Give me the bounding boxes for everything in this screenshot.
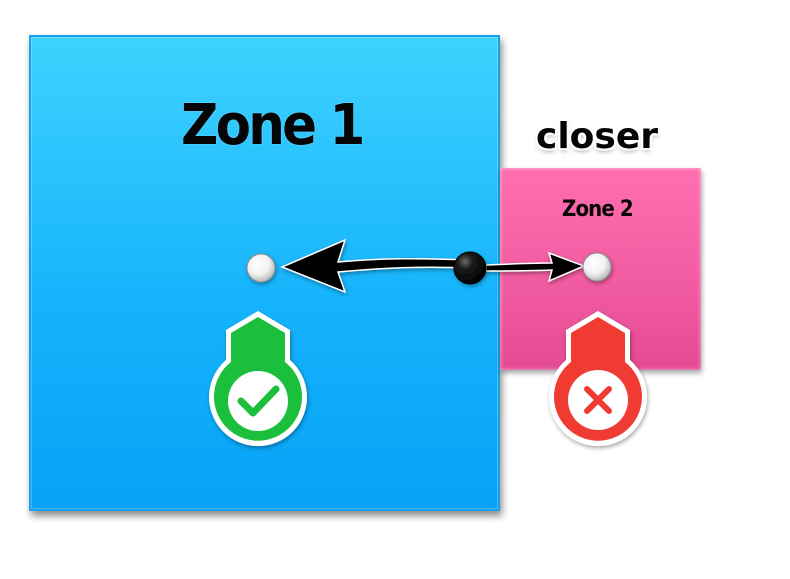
x-icon [584, 386, 612, 414]
arrow-to-zone-2 [485, 251, 587, 283]
source-point [453, 251, 487, 285]
closer-label: closer [536, 116, 659, 157]
check-icon [237, 385, 280, 417]
zone-2-target-point [582, 252, 612, 282]
rejected-marker [548, 311, 647, 447]
accepted-marker [209, 311, 308, 447]
zone-2-title: Zone 2 [562, 197, 634, 222]
arrow-to-zone-1 [280, 238, 471, 294]
zone-1-title: Zone 1 [181, 93, 365, 158]
zone-1-target-point [246, 253, 276, 283]
